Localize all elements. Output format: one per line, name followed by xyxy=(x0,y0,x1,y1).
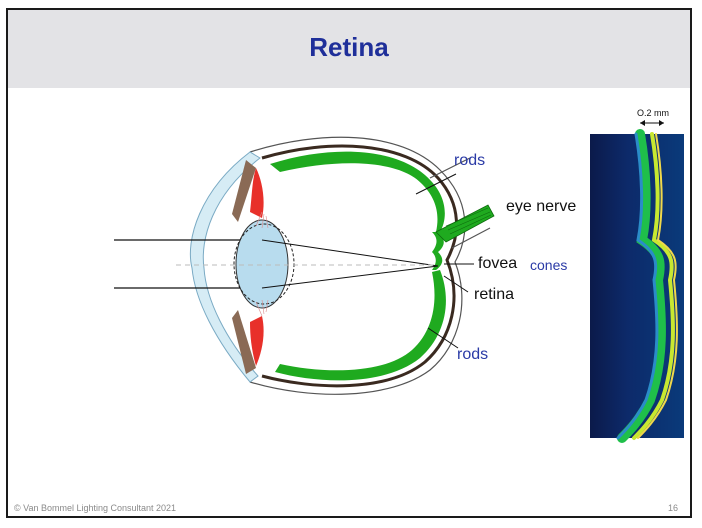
copyright-footer: © Van Bommel Lighting Consultant 2021 xyxy=(14,503,177,513)
label-retina: retina xyxy=(474,286,515,303)
ciliary-body-top xyxy=(250,168,264,218)
retina-bottom xyxy=(275,270,446,381)
slide: Retina © Van Bommel Lighting Consultant … xyxy=(6,8,692,518)
label-rods-top: rods xyxy=(454,152,486,169)
retina-pointer xyxy=(443,275,469,293)
ciliary-body-bottom xyxy=(250,316,264,366)
rods-bottom-pointer xyxy=(427,327,459,349)
optic-nerve-sheath-bottom xyxy=(451,227,491,249)
label-fovea: fovea xyxy=(478,255,518,272)
optic-nerve xyxy=(435,204,495,243)
lens xyxy=(235,219,289,309)
rods-top-pointer xyxy=(415,173,457,195)
lens-accommodated xyxy=(233,223,295,305)
retina-top xyxy=(270,151,445,232)
choroid-layer xyxy=(261,144,458,388)
scale-label: O.2 mm xyxy=(637,108,670,118)
refracted-ray-top xyxy=(261,239,439,267)
zonule-fibers xyxy=(255,211,269,317)
fovea-pit xyxy=(432,232,444,270)
retina-scan-image xyxy=(590,134,684,438)
label-rods-bottom: rods xyxy=(457,346,489,363)
refracted-ray-bottom xyxy=(261,265,439,289)
sclera-outline xyxy=(249,136,466,395)
page-number: 16 xyxy=(667,503,678,513)
iris-bottom xyxy=(232,310,256,374)
scale-arrow-left xyxy=(640,120,645,126)
optic-nerve-sheath-top xyxy=(429,157,471,179)
label-cones: cones xyxy=(530,257,568,273)
retina-scan-layers xyxy=(616,129,678,443)
iris-top xyxy=(232,160,256,222)
title-bar: Retina xyxy=(8,10,690,88)
page-title: Retina xyxy=(309,32,389,62)
scale-arrow-right xyxy=(659,120,664,126)
label-eye-nerve: eye nerve xyxy=(506,198,577,215)
